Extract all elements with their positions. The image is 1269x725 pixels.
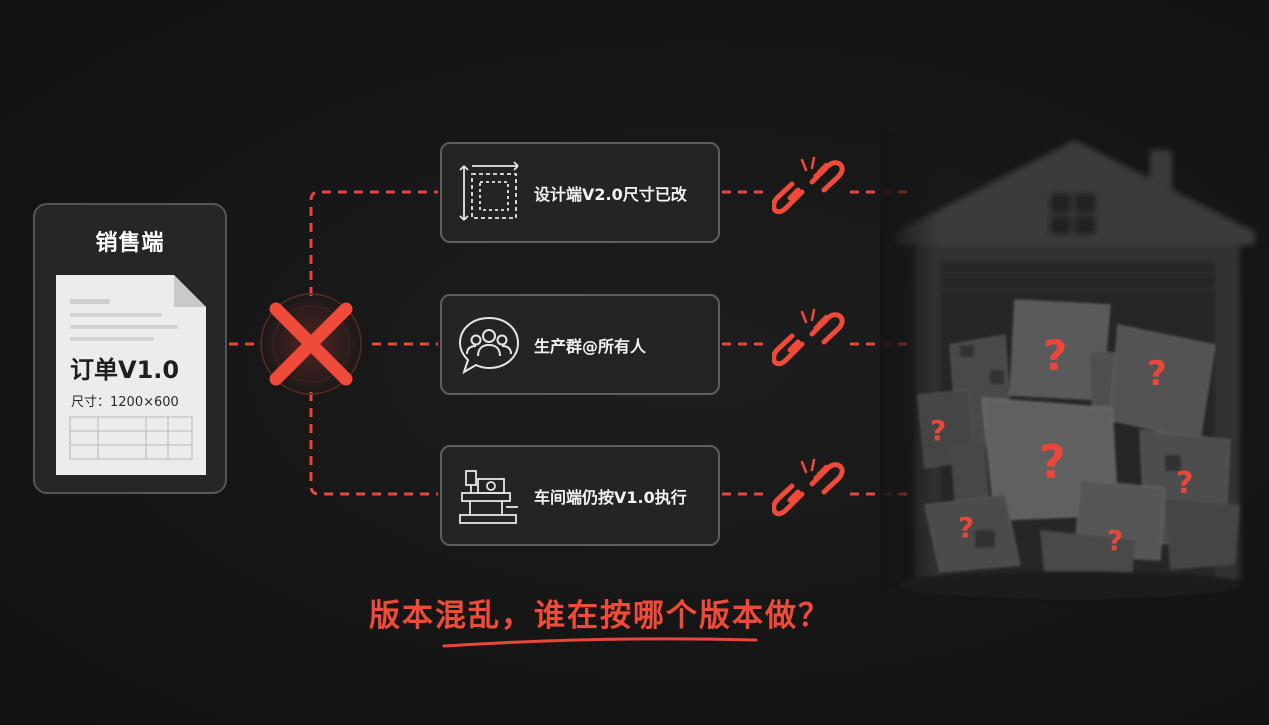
blueprint-resize-icon	[459, 161, 519, 221]
broken-link-icon	[772, 458, 845, 517]
cnc-machine-icon	[459, 470, 518, 524]
question-mark-icon: ?	[1147, 354, 1167, 394]
order-document	[56, 275, 206, 475]
question-mark-icon: ?	[1039, 435, 1066, 489]
headline-underline	[442, 637, 758, 648]
production-group-card: 生产群@所有人	[440, 294, 720, 395]
question-mark-icons: ? ? ? ? ? ? ?	[930, 331, 1193, 557]
headline: 版本混乱，谁在按哪个版本做？	[369, 598, 831, 634]
sales-card: 销售端 订单V1.0 尺寸：1200×600	[33, 203, 227, 494]
question-mark-icon: ?	[930, 414, 946, 447]
broken-link-icon	[772, 308, 845, 367]
question-mark-icon: ?	[1176, 466, 1193, 501]
group-chat-icon	[458, 316, 520, 375]
workshop-card: 车间端仍按V1.0执行	[440, 445, 720, 546]
question-mark-icon: ?	[1043, 331, 1067, 380]
question-mark-icon: ?	[958, 511, 974, 544]
red-x-icon	[259, 292, 363, 396]
sales-title: 销售端	[95, 231, 165, 256]
wire-x-to-workshop	[309, 392, 438, 496]
production-group-label: 生产群@所有人	[534, 336, 647, 356]
document-icon	[56, 275, 206, 475]
panel-pile	[900, 299, 1240, 599]
design-card: 设计端V2.0尺寸已改	[440, 142, 720, 243]
document-title: 订单V1.0	[70, 356, 180, 384]
document-size: 尺寸：1200×600	[71, 395, 179, 410]
workshop-label: 车间端仍按V1.0执行	[534, 487, 687, 507]
question-mark-icon: ?	[1107, 524, 1123, 557]
broken-link-icon	[772, 156, 845, 215]
wire-x-to-design	[309, 190, 438, 296]
design-label: 设计端V2.0尺寸已改	[534, 184, 687, 204]
